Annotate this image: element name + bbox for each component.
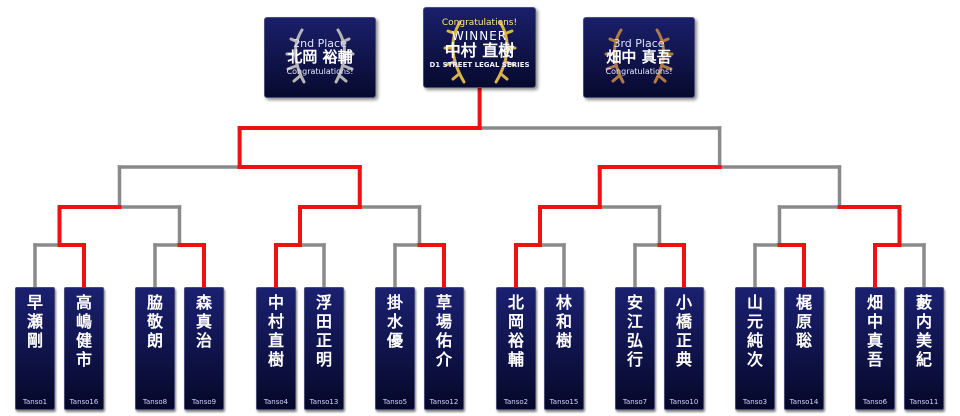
entrant-card: 梶原 聡 Tanso14 <box>784 287 824 410</box>
entrant-name: 北岡 裕輔 <box>507 293 524 369</box>
entrant-card: 畑中 真吾 Tanso6 <box>855 287 895 410</box>
third-place-label: 3rd Place <box>613 37 665 50</box>
entrant-card: 脇 敬朗 Tanso8 <box>135 287 175 410</box>
third-place-name: 畑中 真吾 <box>606 48 672 66</box>
silver-laurel-icon <box>285 28 355 84</box>
entrant-name: 林 和樹 <box>555 293 572 350</box>
entrant-name: 中村 直樹 <box>267 293 284 369</box>
entrant-tag: Tanso9 <box>191 398 217 406</box>
entrant-tag: Tanso16 <box>69 398 99 406</box>
entrant-tag: Tanso15 <box>549 398 579 406</box>
entrant-tag: Tanso10 <box>669 398 699 406</box>
third-place-congrats: Congratulations! <box>605 67 673 76</box>
entrant-name: 掛水 優 <box>386 293 403 350</box>
bronze-laurel-icon <box>604 28 674 84</box>
second-place-name: 北岡 裕輔 <box>287 48 353 66</box>
second-place-congrats: Congratulations! <box>286 67 354 76</box>
series-name: D1 STREET LEGAL SERIES <box>429 61 530 69</box>
third-place-award: 3rd Place 畑中 真吾 Congratulations! <box>583 17 695 98</box>
entrant-name: 畑中 真吾 <box>866 293 883 369</box>
entrant-card: 安江 弘行 Tanso7 <box>615 287 655 410</box>
entrant-name: 梶原 聡 <box>795 293 812 350</box>
entrant-tag: Tanso14 <box>789 398 819 406</box>
entrant-tag: Tanso7 <box>622 398 648 406</box>
entrant-name: 藪内 美紀 <box>915 293 932 369</box>
entrant-card: 北岡 裕輔 Tanso2 <box>496 287 536 410</box>
entrant-card: 藪内 美紀 Tanso11 <box>904 287 944 410</box>
entrant-name: 森 真治 <box>195 293 212 350</box>
entrant-name: 高嶋 健市 <box>75 293 92 369</box>
entrant-card: 山元 純次 Tanso3 <box>735 287 775 410</box>
entrant-tag: Tanso3 <box>742 398 768 406</box>
gold-laurel-icon <box>443 20 516 84</box>
entrant-tag: Tanso5 <box>382 398 408 406</box>
entrant-name: 安江 弘行 <box>626 293 643 369</box>
entrant-card: 小橋 正典 Tanso10 <box>664 287 704 410</box>
entrant-card: 浮田 正明 Tanso13 <box>304 287 344 410</box>
entrant-card: 掛水 優 Tanso5 <box>375 287 415 410</box>
winner-congrats: Congratulations! <box>441 18 518 28</box>
entrant-name: 草場 佑介 <box>435 293 452 369</box>
entrant-card: 草場 佑介 Tanso12 <box>424 287 464 410</box>
entrant-name: 浮田 正明 <box>315 293 332 369</box>
entrant-name: 小橋 正典 <box>675 293 692 369</box>
entrant-card: 早瀬 剛 Tanso1 <box>15 287 55 410</box>
entrant-tag: Tanso8 <box>142 398 168 406</box>
entrant-card: 高嶋 健市 Tanso16 <box>64 287 104 410</box>
entrant-card: 林 和樹 Tanso15 <box>544 287 584 410</box>
entrant-tag: Tanso12 <box>429 398 459 406</box>
winner-name: 中村 直樹 <box>444 41 515 60</box>
entrant-tag: Tanso1 <box>22 398 48 406</box>
second-place-award: 2nd Place 北岡 裕輔 Congratulations! <box>264 17 376 98</box>
entrant-tag: Tanso11 <box>909 398 939 406</box>
entrant-card: 中村 直樹 Tanso4 <box>256 287 296 410</box>
entrant-name: 早瀬 剛 <box>26 293 43 350</box>
winner-title: WINNER <box>451 29 508 43</box>
entrant-name: 山元 純次 <box>746 293 763 369</box>
entrant-tag: Tanso6 <box>862 398 888 406</box>
winner-award: Congratulations! WINNER 中村 直樹 D1 STREET … <box>423 7 536 88</box>
entrant-name: 脇 敬朗 <box>146 293 163 350</box>
entrant-tag: Tanso13 <box>309 398 339 406</box>
second-place-label: 2nd Place <box>293 37 347 50</box>
entrant-tag: Tanso4 <box>263 398 289 406</box>
entrant-card: 森 真治 Tanso9 <box>184 287 224 410</box>
entrant-tag: Tanso2 <box>503 398 529 406</box>
